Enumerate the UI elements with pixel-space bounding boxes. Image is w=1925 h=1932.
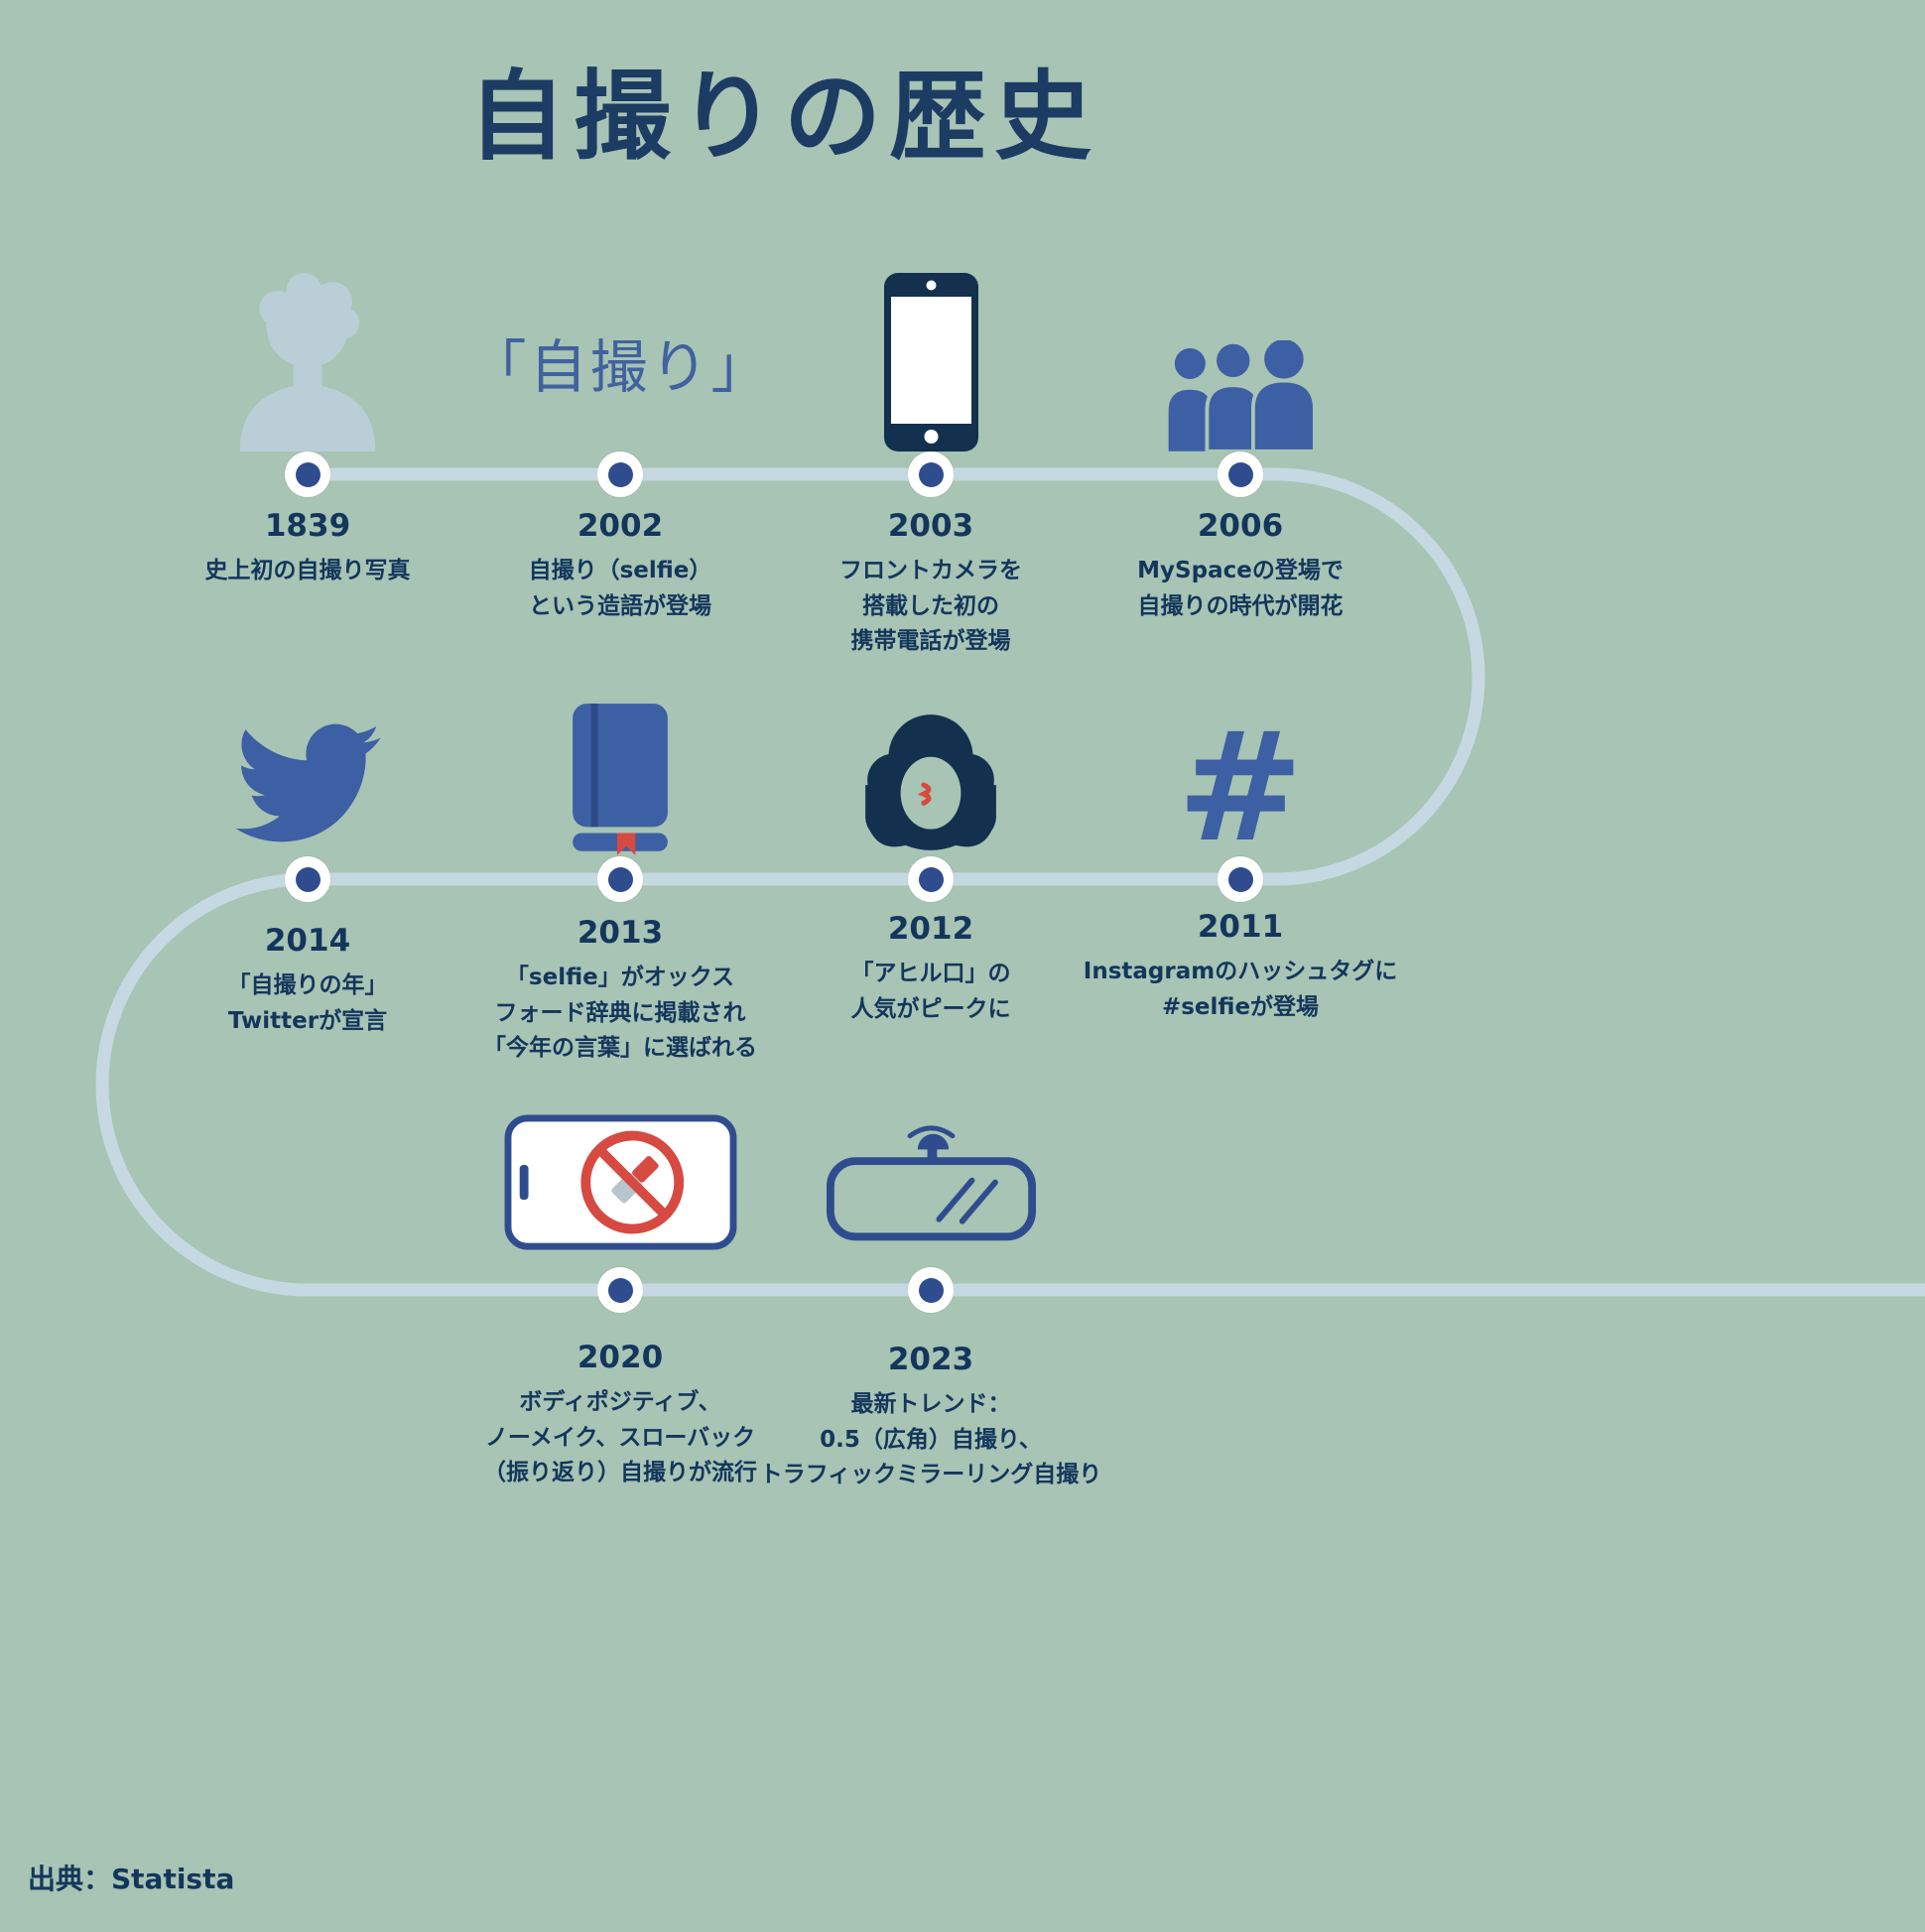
node-dot (918, 461, 944, 487)
milestone-2023: 2023 最新トレンド： 0.5（広角）自撮り、 トラフィックミラーリング自撮り (742, 1099, 1119, 1493)
milestone-year: 2020 (577, 1340, 664, 1375)
node-dot (295, 461, 321, 487)
milestone-desc: 「selfie」がオックス フォード辞典に掲載され 「今年の言葉」に選ばれる (483, 965, 757, 1062)
timeline-node-1839 (285, 451, 330, 497)
page-title: 自撮りの歴史 (467, 60, 1099, 174)
node-dot (295, 866, 321, 892)
milestone-2012: 2012 「アヒル口」の 人気がピークに (742, 685, 1119, 1027)
milestone-year: 2003 (887, 508, 974, 544)
node-dot (607, 461, 633, 487)
timeline-node-2006 (1218, 451, 1263, 497)
selfie-word-text: 「自撮り」 (468, 333, 772, 401)
milestone-desc: MySpaceの登場で 自撮りの時代が開花 (1137, 558, 1344, 619)
dictionary-book-icon (432, 685, 809, 861)
node-dot (918, 1277, 944, 1303)
milestone-year: 2002 (577, 508, 664, 544)
source-credit: 出典：Statista (28, 1863, 235, 1895)
milestone-desc: 最新トレンド： 0.5（広角）自撮り、 トラフィックミラーリング自撮り (759, 1391, 1102, 1488)
portrait-silhouette-icon (119, 266, 496, 451)
node-dot (1227, 866, 1253, 892)
milestone-desc: ボディポジティブ、 ノーメイク、スローバック （振り返り）自撮りが流行 (483, 1389, 757, 1486)
milestone-desc: 自撮り（selfie） という造語が登場 (528, 558, 712, 619)
hashtag-icon: # (1052, 685, 1429, 875)
timeline-node-2011 (1218, 856, 1263, 902)
milestone-2003: 2003 フロントカメラを 搭載した初の 携帯電話が登場 (742, 266, 1119, 660)
timeline-node-2020 (597, 1267, 643, 1313)
milestone-2002: 「自撮り」 2002 自撮り（selfie） という造語が登場 (432, 266, 809, 624)
milestone-2013: 2013 「selfie」がオックス フォード辞典に掲載され 「今年の言葉」に選… (432, 685, 809, 1067)
milestone-year: 2011 (1197, 909, 1284, 945)
timeline-node-2002 (597, 451, 643, 497)
milestone-desc: フロントカメラを 搭載した初の 携帯電話が登場 (839, 558, 1022, 655)
timeline-node-2012 (908, 856, 954, 902)
milestone-2014: 2014 「自撮りの年」 Twitterが宣言 (119, 685, 496, 1039)
node-dot (607, 866, 633, 892)
hashtag-glyph: # (1177, 699, 1304, 875)
milestone-2020: 2020 ボディポジティブ、 ノーメイク、スローバック （振り返り）自撮りが流行 (432, 1099, 809, 1491)
smartphone-icon (742, 266, 1119, 451)
duck-face-icon (742, 685, 1119, 857)
node-dot (607, 1277, 633, 1303)
no-makeup-phone-icon (432, 1099, 809, 1260)
selfie-word-icon: 「自撮り」 (432, 266, 809, 451)
rearview-mirror-icon (742, 1099, 1119, 1262)
myspace-people-icon (1052, 266, 1429, 451)
milestone-year: 2014 (264, 923, 351, 959)
node-dot (918, 866, 944, 892)
milestone-year: 2012 (887, 911, 974, 947)
timeline-node-2003 (908, 451, 954, 497)
node-dot (1227, 461, 1253, 487)
milestone-year: 2013 (577, 915, 664, 951)
milestone-2006: 2006 MySpaceの登場で 自撮りの時代が開花 (1052, 266, 1429, 624)
twitter-bird-icon (119, 685, 496, 869)
milestone-year: 2006 (1197, 508, 1284, 544)
milestone-year: 2023 (887, 1342, 974, 1377)
milestone-desc: 史上初の自撮り写真 (204, 558, 411, 583)
milestone-desc: Instagramのハッシュタグに #selfieが登場 (1083, 959, 1398, 1020)
milestone-desc: 「自撮りの年」 Twitterが宣言 (227, 972, 388, 1034)
timeline-node-2013 (597, 856, 643, 902)
timeline-node-2014 (285, 856, 330, 902)
timeline-node-2023 (908, 1267, 954, 1313)
milestone-2011: # 2011 Instagramのハッシュタグに #selfieが登場 (1052, 685, 1429, 1025)
milestone-desc: 「アヒル口」の 人気がピークに (850, 961, 1011, 1022)
milestone-1839: 1839 史上初の自撮り写真 (119, 266, 496, 589)
milestone-year: 1839 (264, 508, 351, 544)
